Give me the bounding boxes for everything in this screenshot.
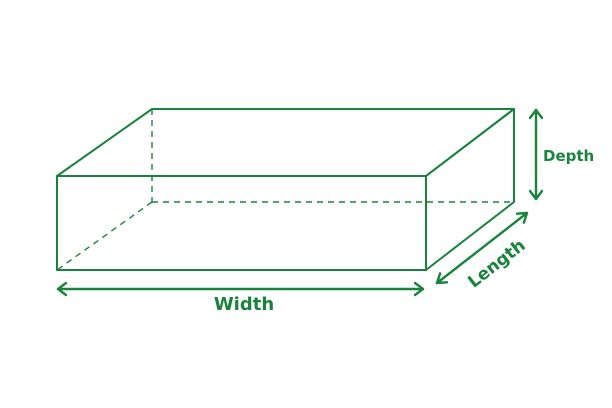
width-dimension xyxy=(56,281,425,297)
front-face xyxy=(56,175,427,271)
top-face xyxy=(56,108,515,177)
length-arrowhead-bottom xyxy=(435,272,449,285)
length-arrow-line xyxy=(435,211,529,285)
depth-arrowhead-top xyxy=(528,108,544,120)
width-arrowhead-right xyxy=(413,281,425,297)
depth-dimension xyxy=(528,108,544,201)
depth-label: Depth xyxy=(543,147,594,165)
hidden-edge-left-bottom xyxy=(56,201,153,271)
length-label: Length xyxy=(464,236,529,293)
visible-edges xyxy=(56,108,515,271)
right-face xyxy=(425,108,515,271)
hidden-edges xyxy=(56,109,514,271)
length-dimension xyxy=(435,211,529,285)
length-arrowhead-top xyxy=(515,211,529,224)
depth-arrowhead-bottom xyxy=(528,189,544,201)
width-label: Width xyxy=(214,294,274,315)
width-arrowhead-left xyxy=(56,281,68,297)
